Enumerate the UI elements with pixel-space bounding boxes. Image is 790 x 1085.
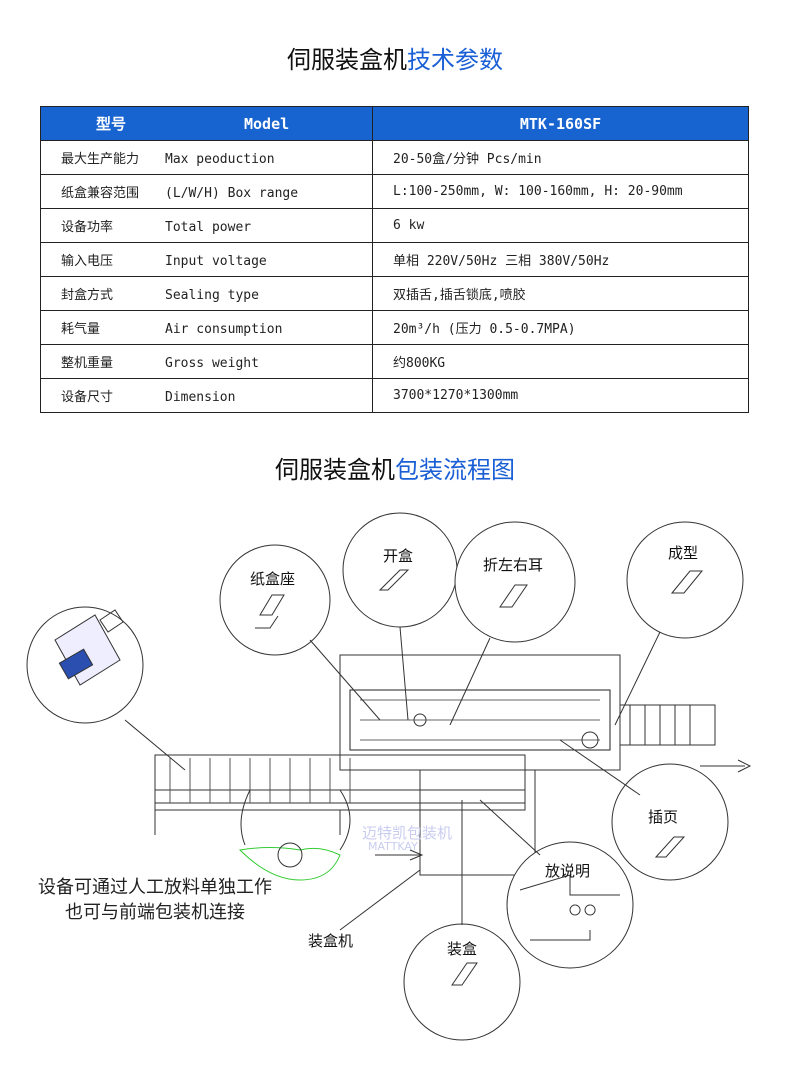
row-label: 最大生产能力 Max peoduction [40, 140, 373, 175]
note-line-2: 也可与前端包装机连接 [65, 902, 245, 923]
row-value: 约800KG [372, 344, 749, 379]
label-fold-ears: 折左右耳 [483, 556, 544, 574]
table-row: 整机重量 Gross weight 约800KG [40, 344, 749, 379]
row-value: 双插舌,插舌锁底,喷胶 [372, 276, 749, 311]
row-label-en: Total power [165, 220, 252, 235]
table-row: 输入电压 Input voltage 单相 220V/50Hz 三相 380V/50… [40, 242, 749, 277]
header-value: MTK-160SF [372, 106, 749, 141]
label-machine: 装盒机 [308, 932, 354, 950]
row-label-cn: 最大生产能力 [61, 152, 140, 167]
callout-circles [26, 512, 744, 1041]
table-header: 型号 Model MTK-160SF [40, 106, 749, 141]
watermark-cn: 迈特凯包装机 [362, 824, 453, 842]
leaflet-mechanism-icon [519, 874, 620, 941]
header-label-cn: 型号 [96, 115, 127, 133]
row-label: 设备功率 Total power [40, 208, 373, 243]
operator-figure [238, 847, 341, 881]
insert-callout [611, 763, 729, 881]
row-value: 20-50盒/分钟 Pcs/min [372, 140, 749, 175]
note-line-1: 设备可通过人工放料单独工作 [38, 877, 272, 898]
box-icons [255, 569, 704, 986]
header-label-en: Model [244, 115, 290, 133]
label-open-box: 开盒 [383, 547, 414, 565]
machine-drawing [154, 654, 752, 876]
row-label-en: (L/W/H) Box range [165, 186, 299, 201]
row-label-en: Dimension [165, 390, 236, 405]
row-label: 整机重量 Gross weight [40, 344, 373, 379]
bottle-icon [54, 609, 124, 686]
operator-head [277, 842, 303, 868]
row-label-cn: 耗气量 [61, 322, 101, 337]
row-label-cn: 整机重量 [61, 356, 114, 371]
label-insert: 插页 [648, 808, 679, 826]
row-value: 3700*1270*1300mm [372, 378, 749, 413]
flow-title: 伺服装盒机包装流程图 [0, 450, 790, 485]
watermark-en: MATTKAY [368, 840, 418, 853]
title-blue: 包装流程图 [395, 456, 515, 484]
row-label: 输入电压 Input voltage [40, 242, 373, 277]
label-boxing: 装盒 [447, 940, 478, 958]
leader-lines [124, 626, 661, 931]
table-row: 耗气量 Air consumption 20m³/h (压力 0.5-0.7MPA) [40, 310, 749, 345]
table-row: 最大生产能力 Max peoduction 20-50盒/分钟 Pcs/min [40, 140, 749, 175]
label-leaflet: 放说明 [545, 862, 591, 880]
forming-callout [626, 521, 744, 639]
title-black: 伺服装盒机 [275, 456, 395, 484]
row-value: 20m³/h (压力 0.5-0.7MPA) [372, 310, 749, 345]
label-forming: 成型 [668, 544, 699, 562]
header-model: 型号 Model [40, 106, 373, 141]
row-label-cn: 输入电压 [61, 254, 114, 269]
fold-ears-callout [454, 521, 576, 643]
row-label: 封盒方式 Sealing type [40, 276, 373, 311]
row-label-en: Gross weight [165, 356, 259, 371]
table-row: 纸盒兼容范围 (L/W/H) Box range L:100-250mm, W: 1… [40, 174, 749, 209]
row-label-cn: 设备功率 [61, 220, 114, 235]
row-label-cn: 封盒方式 [61, 288, 114, 303]
row-label-cn: 纸盒兼容范围 [61, 186, 140, 201]
leaflet-callout [506, 841, 634, 969]
row-label-en: Sealing type [165, 288, 259, 303]
row-label: 耗气量 Air consumption [40, 310, 373, 345]
table-row: 设备尺寸 Dimension 3700*1270*1300mm [40, 378, 749, 413]
row-value: 单相 220V/50Hz 三相 380V/50Hz [372, 242, 749, 277]
row-label-en: Input voltage [165, 254, 267, 269]
spec-title: 伺服装盒机技术参数 [0, 40, 790, 75]
flow-diagram [26, 512, 752, 1041]
title-blue: 技术参数 [407, 46, 503, 74]
label-box-seat: 纸盒座 [250, 570, 296, 588]
row-label: 设备尺寸 Dimension [40, 378, 373, 413]
row-label-en: Max peoduction [165, 152, 275, 167]
row-label-en: Air consumption [165, 322, 283, 337]
box-seat-callout [219, 544, 331, 656]
title-black: 伺服装盒机 [287, 46, 407, 74]
table-row: 设备功率 Total power 6 kw [40, 208, 749, 243]
row-value: L:100-250mm, W: 100-160mm, H: 20-90mm [372, 174, 749, 209]
row-label: 纸盒兼容范围 (L/W/H) Box range [40, 174, 373, 209]
row-label-cn: 设备尺寸 [61, 390, 114, 405]
table-row: 封盒方式 Sealing type 双插舌,插舌锁底,喷胶 [40, 276, 749, 311]
spec-table: 型号 Model MTK-160SF 最大生产能力 Max peoduction 20… [40, 106, 749, 413]
note: 设备可通过人工放料单独工作也可与前端包装机连接 [10, 875, 300, 925]
row-value: 6 kw [372, 208, 749, 243]
